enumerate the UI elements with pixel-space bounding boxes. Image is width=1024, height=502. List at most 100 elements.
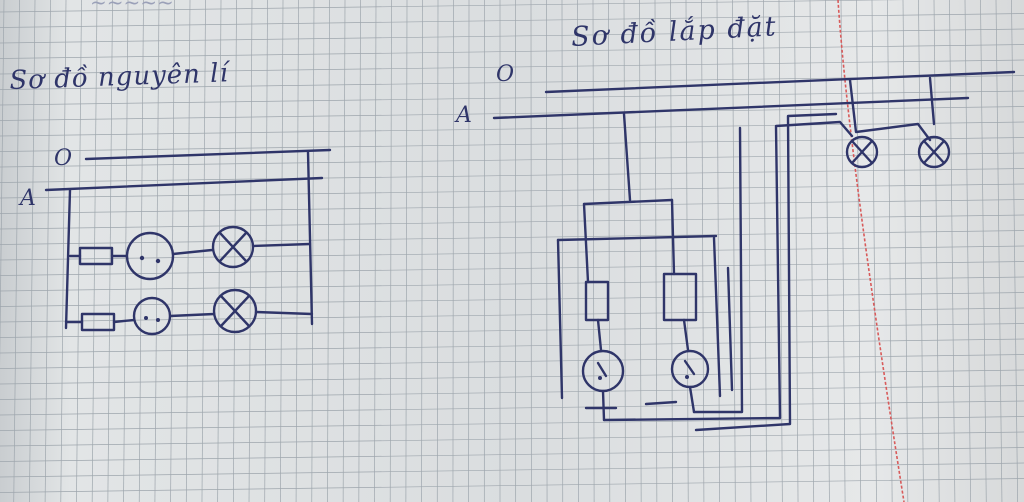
grid-line-vertical xyxy=(138,0,144,502)
right-lamp-2-cross xyxy=(922,139,946,165)
grid-line-vertical xyxy=(546,0,548,502)
grid-line-vertical xyxy=(840,0,846,502)
left-row2-socket xyxy=(132,296,172,336)
grid-line-horizontal xyxy=(0,214,1024,230)
grid-line-horizontal xyxy=(0,44,1024,59)
grid-line-vertical xyxy=(44,0,51,502)
grid-line-vertical xyxy=(918,0,924,502)
grid-line-vertical xyxy=(623,0,626,502)
left-row1-wire-c xyxy=(171,248,214,256)
right-col1-socket-pin xyxy=(598,376,602,380)
left-row1-socket-pin-1 xyxy=(139,255,145,261)
grid-line-vertical xyxy=(374,0,377,502)
grid-line-horizontal xyxy=(0,28,1024,44)
grid-line-vertical xyxy=(1011,0,1018,502)
grid-line-vertical xyxy=(0,0,5,367)
right-panel-frame-inner xyxy=(726,266,734,392)
grid-line-horizontal xyxy=(0,199,1024,214)
left-wire-a xyxy=(44,176,324,192)
grid-line-vertical xyxy=(217,0,222,502)
grid-line-vertical xyxy=(856,0,862,502)
grid-line-vertical xyxy=(933,0,940,502)
right-return-wire-third xyxy=(692,126,744,414)
left-row2-wire-c xyxy=(168,312,216,318)
grid-line-vertical xyxy=(107,0,113,502)
grid-line-vertical xyxy=(232,0,237,502)
left-terminal-o-label: O xyxy=(54,146,73,171)
grid-line-vertical xyxy=(794,0,799,502)
grid-line-vertical xyxy=(154,0,160,502)
top-scribble: ~~~~~ xyxy=(90,0,174,14)
grid-line-vertical xyxy=(949,0,956,502)
grid-line-vertical xyxy=(964,0,971,502)
right-lamp-2 xyxy=(917,135,951,169)
grid-line-vertical xyxy=(561,0,564,502)
grid-line-horizontal xyxy=(0,323,1024,338)
right-col1-wire-top xyxy=(582,202,590,284)
grid-line-vertical xyxy=(185,0,191,502)
right-drop-to-panel xyxy=(622,112,632,202)
right-col1-wire-mid xyxy=(596,318,603,352)
grid-line-vertical xyxy=(13,0,20,502)
grid-line-vertical xyxy=(809,0,815,502)
right-panel-frame-top xyxy=(556,234,718,242)
right-return-wire-outer xyxy=(602,120,854,422)
grid-line-vertical xyxy=(327,0,330,502)
grid-line-horizontal xyxy=(0,261,1024,276)
left-row1-lamp-cross xyxy=(218,231,248,263)
right-col2-fuse xyxy=(662,272,698,322)
grid-line-vertical xyxy=(342,0,346,502)
right-lamp-1 xyxy=(845,135,879,169)
grid-line-horizontal xyxy=(0,478,1024,493)
grid-line-vertical xyxy=(295,0,299,502)
right-lamp2-drop xyxy=(928,76,936,126)
left-row1-socket-pin-2 xyxy=(155,258,161,264)
grid-line-horizontal xyxy=(0,59,1024,75)
grid-line-horizontal xyxy=(0,245,1024,261)
grid-line-vertical xyxy=(995,0,1003,502)
grid-line-vertical xyxy=(358,0,361,502)
right-col2-socket-mark xyxy=(683,359,696,376)
grid-line-vertical xyxy=(311,0,315,502)
right-col1-fuse xyxy=(584,280,610,322)
right-wire-o xyxy=(544,70,1016,94)
right-wire-a xyxy=(492,96,970,120)
right-col2-wire-top xyxy=(670,198,676,276)
left-row2-wire-d xyxy=(254,310,314,316)
grid-line-horizontal xyxy=(0,385,1024,400)
left-row2-fuse xyxy=(80,312,116,332)
left-row1-wire-d xyxy=(251,242,312,248)
grid-line-vertical xyxy=(452,0,454,502)
right-col1-wire-bottom xyxy=(601,389,606,422)
grid-line-horizontal xyxy=(0,416,1024,431)
left-row1-socket xyxy=(125,231,175,281)
grid-line-horizontal xyxy=(0,369,1024,385)
right-bottom-wire-2 xyxy=(644,400,678,406)
grid-line-horizontal xyxy=(0,400,1024,416)
left-row1-fuse xyxy=(78,246,114,266)
right-panel-frame-left xyxy=(556,238,564,400)
grid-line-horizontal xyxy=(0,13,1024,28)
grid-line-horizontal xyxy=(0,431,1024,447)
right-lamp1-drop xyxy=(848,78,932,142)
grid-line-horizontal xyxy=(0,168,1024,183)
right-col2-socket-pin xyxy=(685,375,689,379)
grid-line-horizontal xyxy=(0,447,1024,462)
grid-line-vertical xyxy=(608,0,611,502)
grid-line-vertical xyxy=(592,0,595,502)
grid-line-vertical xyxy=(29,0,36,502)
left-row2-socket-pin-2 xyxy=(156,318,160,322)
right-panel-top-bus xyxy=(582,198,674,206)
grid-line-horizontal xyxy=(0,0,904,13)
schematic-diagram xyxy=(44,148,332,336)
grid-line-vertical xyxy=(280,0,284,502)
installation-diagram xyxy=(492,70,1016,432)
right-col1-socket-mark xyxy=(596,361,608,378)
right-col2-wire-mid xyxy=(682,318,690,352)
grid-line-horizontal xyxy=(0,338,1024,354)
margin-line xyxy=(837,0,905,502)
grid-line-vertical xyxy=(248,0,253,502)
grid-line-horizontal xyxy=(0,462,1024,478)
left-terminal-a-label: A xyxy=(20,186,36,211)
